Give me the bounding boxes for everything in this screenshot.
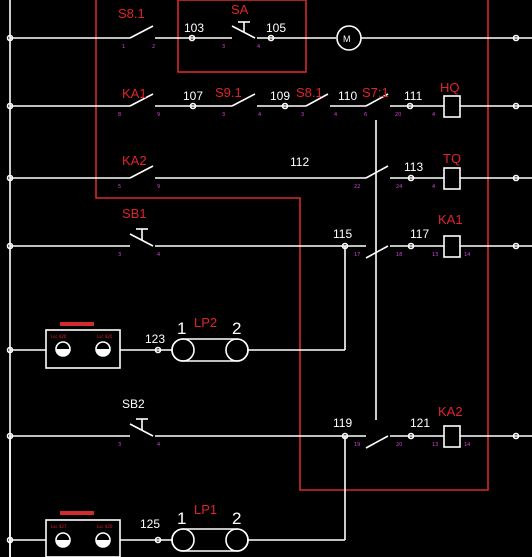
label-ka1-contact: KA1 [122, 86, 147, 101]
red-outline-sa [177, 0, 307, 73]
label-ka2-coil: KA2 [438, 404, 463, 419]
label-ka2-contact: KA2 [122, 153, 147, 168]
rung-7-lp1 [6, 511, 345, 557]
pin: 3 [118, 252, 121, 258]
pin: 4 [157, 442, 160, 448]
box-label: Lsc 420 [51, 334, 67, 339]
wire-119: 119 [333, 416, 352, 430]
pin: 13 [432, 442, 438, 448]
pin: 13 [432, 252, 438, 258]
label-sa: SA [231, 2, 249, 17]
pin: 18 [396, 252, 402, 258]
pin: 5 [118, 184, 121, 190]
lamp-lp2 [171, 338, 249, 362]
rung-5-lp2 [6, 322, 345, 369]
label-sb2: SB2 [122, 397, 145, 411]
wire-125: 125 [140, 517, 160, 531]
wire-111: 111 [404, 89, 423, 103]
pin: 14 [464, 442, 470, 448]
lamp-box-lp2 [45, 329, 121, 369]
wire-123: 123 [145, 332, 165, 346]
rung-6 [6, 418, 532, 449]
pin: 6 [364, 112, 367, 118]
pin: 3 [222, 112, 225, 118]
pin: 4 [157, 252, 160, 258]
coil-tq [443, 167, 461, 190]
coil-hq [443, 95, 461, 118]
pin: 4 [432, 184, 435, 190]
pin: 19 [354, 442, 360, 448]
label-lp2: LP2 [194, 315, 217, 330]
pin: 14 [464, 252, 470, 258]
wire-109: 109 [270, 89, 290, 103]
pin: 1 [122, 44, 125, 50]
label-lp1: LP1 [194, 502, 217, 517]
lamp-lp1 [171, 528, 249, 552]
wire-110: 110 [338, 89, 357, 103]
pin: 20 [396, 442, 402, 448]
coil-ka1 [443, 235, 461, 258]
box-label: Lsc 420 [97, 524, 113, 529]
wire-115: 115 [333, 227, 352, 241]
pin: 4 [258, 112, 261, 118]
pin: 17 [354, 252, 360, 258]
box-label: Lsc 427 [51, 524, 67, 529]
wire-112: 112 [290, 155, 309, 169]
pin: 3 [118, 442, 121, 448]
label-s81-top: S8.1 [118, 6, 145, 21]
rung-2 [6, 93, 532, 118]
motor-label: M [343, 34, 351, 44]
label-sb1: SB1 [122, 206, 147, 221]
wire-105: 105 [266, 21, 286, 35]
label-ka1-coil: KA1 [438, 212, 463, 227]
wire-113: 113 [404, 160, 423, 174]
wire-121: 121 [410, 416, 430, 430]
lamp-pin-1b: 1 [177, 509, 186, 528]
wire-117: 117 [410, 227, 429, 241]
label-s91: S9.1 [215, 85, 242, 100]
pin: 20 [395, 112, 401, 118]
pin: 9 [157, 184, 160, 190]
pin: 4 [432, 112, 435, 118]
pin: 8 [118, 112, 121, 118]
rung-4 [6, 228, 532, 259]
pin: 9 [157, 112, 160, 118]
lamp-pin-1: 1 [177, 319, 186, 338]
pin: 3 [301, 112, 304, 118]
label-s81: S8.1 [296, 85, 323, 100]
coil-ka2 [443, 425, 461, 448]
red-outline-main [95, 0, 489, 491]
lamp-pin-2: 2 [232, 319, 241, 338]
wire-107: 107 [183, 89, 203, 103]
wire-103: 103 [184, 21, 204, 35]
pin: 4 [334, 112, 337, 118]
pin: 2 [152, 44, 155, 50]
label-s71: S7:1 [362, 85, 389, 100]
label-tq: TQ [443, 151, 461, 166]
pin: 22 [354, 184, 360, 190]
pin: 4 [257, 44, 260, 50]
pin: 3 [222, 44, 225, 50]
box-label: Lsc 420 [97, 334, 113, 339]
rung-1 [6, 21, 532, 51]
lamp-pin-2b: 2 [232, 509, 241, 528]
pin: 24 [396, 184, 402, 190]
label-hq: HQ [440, 80, 460, 95]
lamp-box-lp1 [45, 519, 121, 557]
rung-3 [6, 165, 532, 190]
